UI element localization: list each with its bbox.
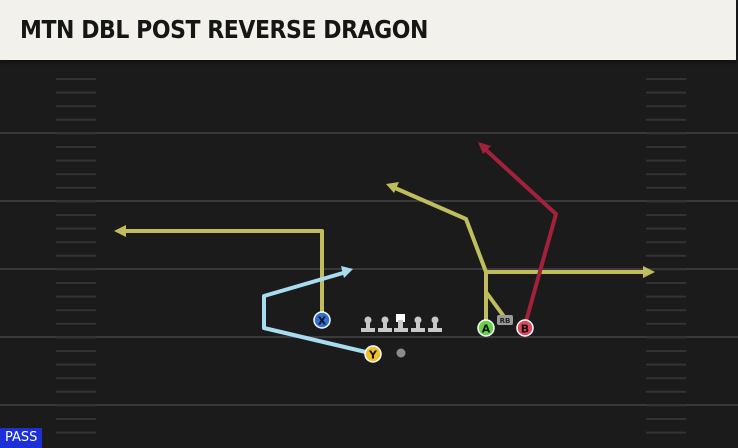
- lineman-icon: [428, 316, 442, 332]
- player-b[interactable]: B: [516, 319, 534, 337]
- field-background: [0, 60, 738, 448]
- route-a-rb-block: [484, 290, 507, 320]
- player-a-label: A: [482, 323, 491, 336]
- route-x-line: [124, 229, 324, 318]
- player-y[interactable]: Y: [364, 345, 382, 363]
- route-a-post-arrowhead: [386, 182, 399, 193]
- rb-badge: RB: [497, 315, 513, 325]
- route-x-arrowhead: [114, 225, 126, 237]
- route-b-line: [484, 148, 558, 326]
- route-x: [114, 225, 324, 318]
- offensive-line: [361, 314, 442, 332]
- player-y-label: Y: [368, 349, 378, 362]
- route-a: [386, 182, 655, 325]
- player-x-label: X: [318, 315, 327, 328]
- player-x[interactable]: X: [313, 311, 331, 329]
- play-type-badge: PASS: [0, 428, 43, 448]
- route-y-arrowhead: [341, 266, 353, 278]
- route-y: [262, 266, 371, 355]
- hash-marks-right: [646, 78, 686, 434]
- quarterback-marker: [396, 348, 406, 358]
- lineman-icon: [411, 316, 425, 332]
- rb-label: RB: [500, 317, 511, 325]
- player-b-label: B: [521, 323, 529, 336]
- player-a[interactable]: A: [477, 319, 495, 337]
- play-header: MTN DBL POST REVERSE DRAGON: [0, 0, 736, 60]
- lineman-icon: [361, 316, 375, 332]
- play-diagram: RB X Y A B: [0, 60, 738, 448]
- play-title: MTN DBL POST REVERSE DRAGON: [20, 15, 429, 44]
- route-y-line: [262, 271, 371, 355]
- route-a-flat-arrowhead: [643, 266, 655, 278]
- route-b-arrowhead: [478, 142, 491, 154]
- lineman-icon: [378, 316, 392, 332]
- yard-lines: [0, 132, 738, 406]
- route-b: [478, 142, 558, 326]
- route-a-post: [394, 186, 488, 273]
- center-icon: [394, 314, 408, 332]
- hash-marks-left: [56, 78, 96, 434]
